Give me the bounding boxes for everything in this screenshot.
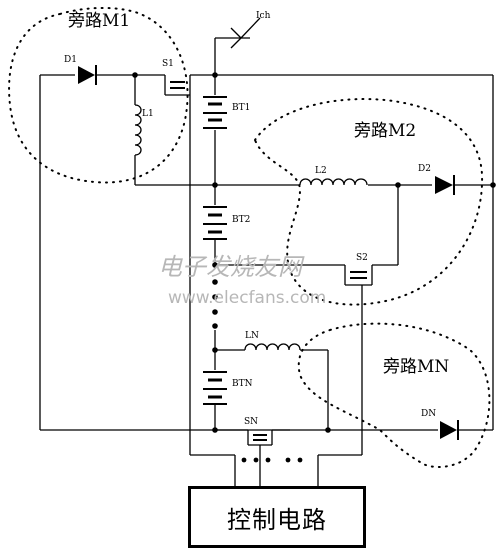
control-circuit-box: 控制电路: [188, 486, 366, 548]
label-bypass-m1: 旁路M1: [68, 11, 130, 31]
label-btn: BTN: [232, 379, 253, 389]
circuit-wires: [39, 17, 494, 488]
label-dn: DN: [421, 409, 436, 419]
label-ich: Ich: [256, 11, 271, 21]
bypass-loop-m2: [253, 98, 484, 306]
label-bypass-m2: 旁路M2: [354, 121, 416, 141]
ellipsis-dots: [212, 279, 303, 463]
label-l1: L1: [142, 109, 154, 119]
battery-btn: [203, 371, 227, 405]
diode-d2: [435, 175, 455, 195]
bypass-loop-m1: [8, 6, 189, 184]
diode-dn: [440, 420, 459, 440]
label-bt2: BT2: [232, 215, 250, 225]
label-d1: D1: [64, 55, 77, 65]
label-l2: L2: [315, 166, 327, 176]
inductor-l2: [299, 178, 368, 186]
battery-bt2: [203, 206, 227, 240]
switch-sn: [247, 430, 273, 446]
battery-bt1: [203, 96, 227, 129]
diode-d1: [78, 65, 97, 85]
inductor-l1: [134, 104, 142, 156]
label-s1: S1: [162, 59, 174, 69]
switch-s1: [164, 75, 191, 96]
junction-dots: [132, 72, 496, 433]
label-d2: D2: [418, 164, 431, 174]
control-circuit-label: 控制电路: [227, 505, 327, 534]
watermark-url: www.elecfans.com: [168, 288, 326, 308]
switch-s2: [344, 265, 373, 286]
inductor-ln: [244, 343, 301, 351]
label-bt1: BT1: [232, 103, 250, 113]
label-bypass-mn: 旁路MN: [383, 357, 449, 377]
watermark-cn: 电子发烧友网: [158, 253, 305, 281]
label-s2: S2: [356, 253, 368, 263]
label-ln: LN: [245, 331, 259, 341]
label-sn: SN: [244, 417, 258, 427]
bypass-loop-mn: [297, 322, 491, 468]
